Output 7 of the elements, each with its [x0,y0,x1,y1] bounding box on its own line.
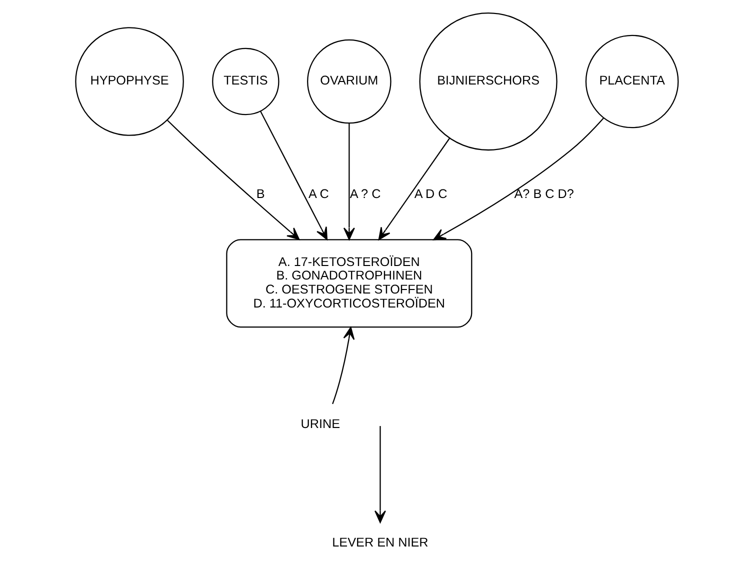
edge-label: A D C [414,187,447,202]
node-text: LEVER EN NIER [332,535,428,550]
edge-label: A C [308,187,328,202]
edge-label: B [256,187,264,202]
edge-label: A ? C [349,187,380,202]
node-text: URINE [300,417,340,432]
edge-label: A? B C D? [514,187,574,202]
